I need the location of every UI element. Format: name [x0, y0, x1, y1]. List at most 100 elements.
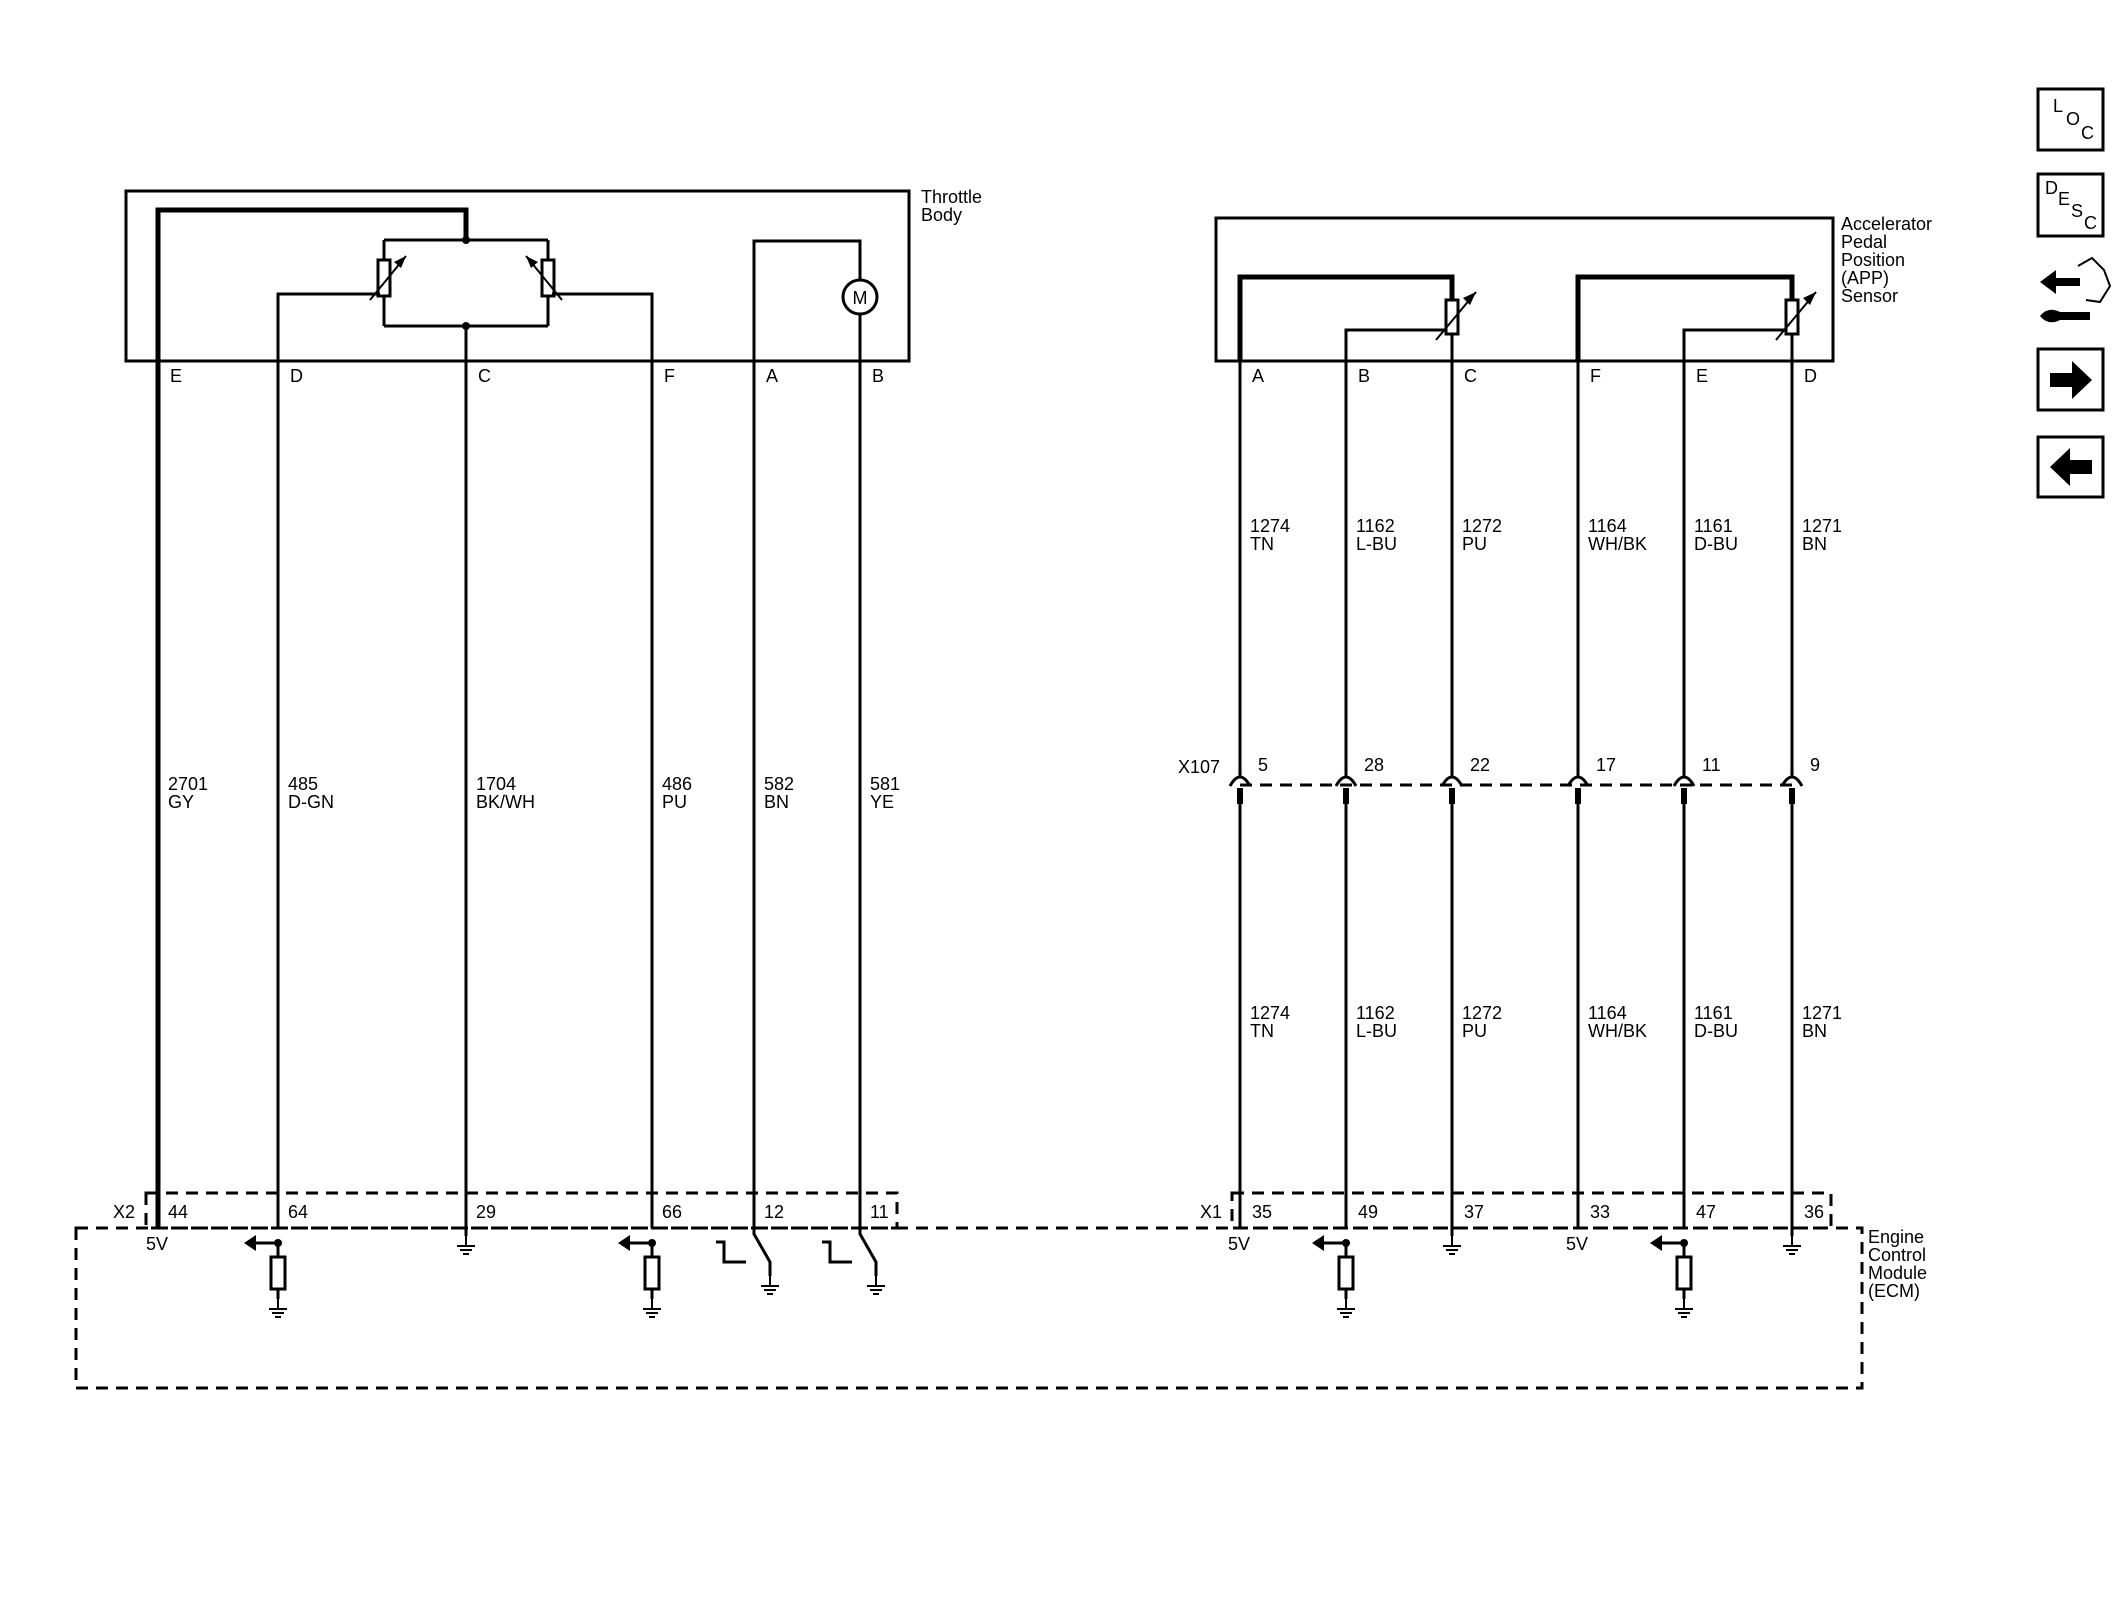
throttle-pin-label: C: [478, 366, 491, 386]
svg-text:L: L: [2053, 96, 2063, 116]
app-pin-label: F: [1590, 366, 1601, 386]
ecm-x2-pin: 66: [662, 1202, 682, 1222]
app-pin-label: E: [1696, 366, 1708, 386]
throttle-pin-label: B: [872, 366, 884, 386]
throttle-circuit-number: 486: [662, 774, 692, 794]
ecm-x1-pin: 35: [1252, 1202, 1272, 1222]
location-button[interactable]: L O C: [2036, 87, 2105, 152]
description-button[interactable]: D E S C: [2036, 172, 2105, 238]
ecm-x2-pin: 12: [764, 1202, 784, 1222]
app-wire-color-upper: PU: [1462, 534, 1487, 554]
throttle-pin-label: D: [290, 366, 303, 386]
svg-text:S: S: [2071, 201, 2083, 221]
app-wire-color-lower: BN: [1802, 1021, 1827, 1041]
previous-page-button[interactable]: [2036, 435, 2105, 499]
ecm: X2 X1 Engine Control Module (ECM): [74, 1191, 1927, 1390]
svg-text:D: D: [2045, 178, 2058, 198]
throttle-pin-label: F: [664, 366, 675, 386]
ecm-x1-pin: 33: [1590, 1202, 1610, 1222]
app-pin-label: B: [1358, 366, 1370, 386]
app-circuit-number-upper: 1162: [1356, 516, 1395, 536]
app-sensor-title-2: Pedal: [1841, 232, 1887, 252]
app-sensor-outline: [1214, 216, 1835, 363]
app-sensor-title-1: Accelerator: [1841, 214, 1932, 234]
app-circuit-number-lower: 1161: [1694, 1003, 1733, 1023]
throttle-wire-color: YE: [870, 792, 894, 812]
ecm-title-3: Module: [1868, 1263, 1927, 1283]
ecm-5v-label: 5V: [1566, 1234, 1588, 1254]
app-wire-color-upper: L-BU: [1356, 534, 1397, 554]
app-wire-color-upper: TN: [1250, 534, 1274, 554]
throttle-circuit-number: 2701: [168, 774, 208, 794]
throttle-circuit-number: 581: [870, 774, 900, 794]
throttle-circuit-number: 1704: [476, 774, 516, 794]
svg-text:O: O: [2066, 109, 2080, 129]
app-circuit-number-upper: 1272: [1462, 516, 1502, 536]
app-circuit-number-lower: 1274: [1250, 1003, 1290, 1023]
throttle-circuit-number: 485: [288, 774, 318, 794]
svg-text:E: E: [2058, 189, 2070, 209]
app-wire-color-lower: PU: [1462, 1021, 1487, 1041]
app-wire-color-upper: BN: [1802, 534, 1827, 554]
app-pin-label: A: [1252, 366, 1264, 386]
ecm-x2-pin: 44: [168, 1202, 188, 1222]
ecm-x1-pin: 37: [1464, 1202, 1484, 1222]
ecm-5v-label: 5V: [146, 1234, 168, 1254]
next-page-button[interactable]: [2036, 347, 2105, 412]
ecm-x2-pin: 29: [476, 1202, 496, 1222]
throttle-wire-color: BK/WH: [476, 792, 535, 812]
connector-x107-label: X107: [1178, 757, 1220, 777]
throttle-wire-color: PU: [662, 792, 687, 812]
ecm-connector-x2: [144, 1191, 899, 1230]
arrow-right-icon: [2050, 361, 2092, 399]
throttle-body: Throttle Body M: [124, 187, 982, 363]
ecm-x2-pin: 64: [288, 1202, 308, 1222]
throttle-body-outline: [124, 189, 911, 363]
app-wire-color-lower: WH/BK: [1588, 1021, 1647, 1041]
throttle-wire-color: D-GN: [288, 792, 334, 812]
app-circuit-number-upper: 1161: [1694, 516, 1733, 536]
ecm-title-4: (ECM): [1868, 1281, 1920, 1301]
ecm-internals: [244, 1228, 1802, 1318]
app-sensor-title-3: Position: [1841, 250, 1905, 270]
app-circuit-number-upper: 1274: [1250, 516, 1290, 536]
app-wire-color-upper: D-BU: [1694, 534, 1738, 554]
connector-x1-label: X1: [1200, 1202, 1222, 1222]
x107-pin: 5: [1258, 755, 1268, 775]
throttle-circuit-number: 582: [764, 774, 794, 794]
diagnostic-tool-icon[interactable]: [2040, 256, 2112, 323]
app-wire-color-lower: D-BU: [1694, 1021, 1738, 1041]
app-circuit-number-upper: 1271: [1802, 516, 1842, 536]
ecm-connector-x1: [1230, 1191, 1833, 1230]
x107-pin: 28: [1364, 755, 1384, 775]
connector-x2-label: X2: [113, 1202, 135, 1222]
throttle-body-title-1: Throttle: [921, 187, 982, 207]
ecm-x1-pin: 36: [1804, 1202, 1824, 1222]
x107-pin: 11: [1702, 755, 1721, 775]
app-circuit-number-lower: 1272: [1462, 1003, 1502, 1023]
ecm-x1-pin: 49: [1358, 1202, 1378, 1222]
x107-pin: 9: [1810, 755, 1820, 775]
ecm-x1-pin: 47: [1696, 1202, 1716, 1222]
app-sensor-title-5: Sensor: [1841, 286, 1898, 306]
throttle-pin-label: A: [766, 366, 778, 386]
app-pin-label: D: [1804, 366, 1817, 386]
x107-pin: 17: [1596, 755, 1616, 775]
app-pin-label: C: [1464, 366, 1477, 386]
app-circuit-number-lower: 1162: [1356, 1003, 1395, 1023]
app-sensor-title-4: (APP): [1841, 268, 1889, 288]
motor-label: M: [853, 288, 868, 308]
